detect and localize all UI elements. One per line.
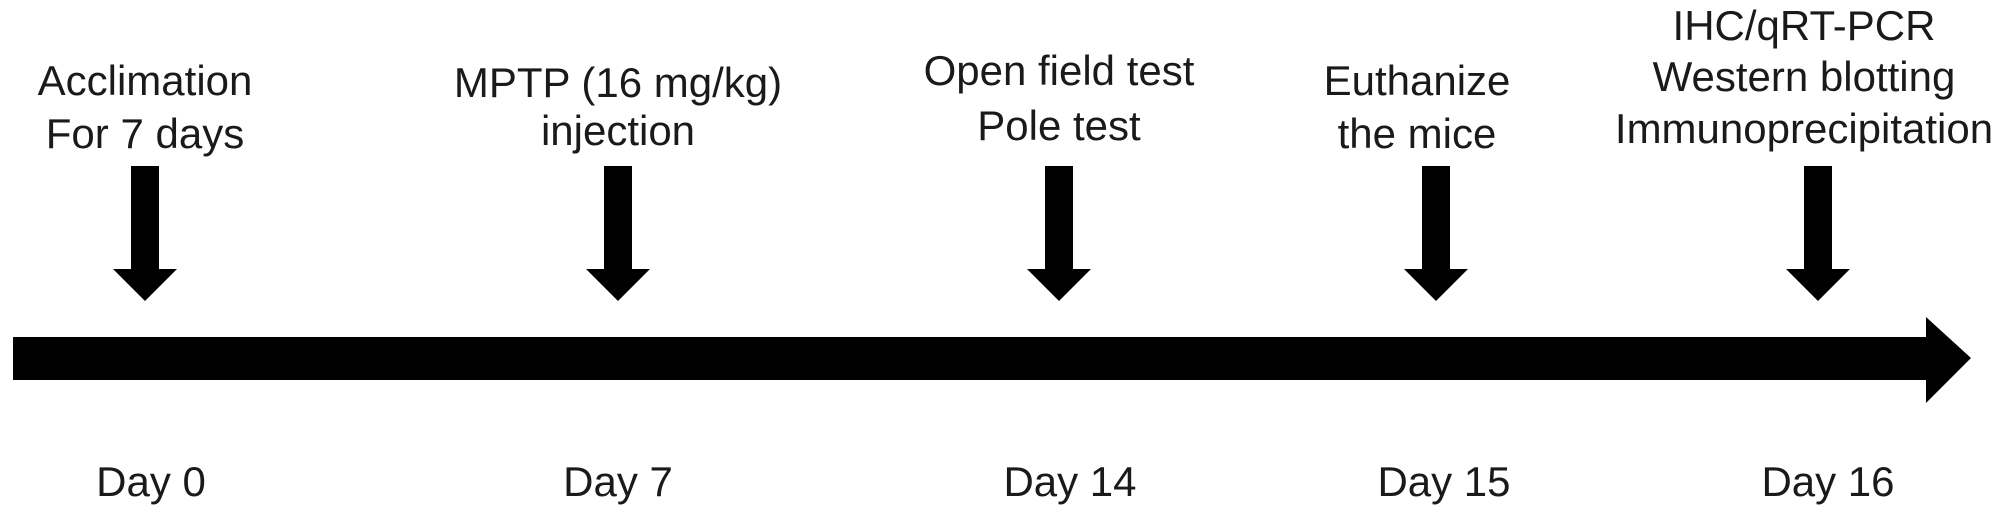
- timeline-arrow: [13, 317, 1971, 403]
- down-arrow: [1786, 166, 1850, 301]
- event-label-line: Open field test: [924, 47, 1195, 94]
- down-arrow: [586, 166, 650, 301]
- event-label-line: For 7 days: [46, 110, 244, 157]
- event-label-line: Western blotting: [1653, 53, 1956, 100]
- day-label: Day 15: [1377, 458, 1510, 505]
- event-label-line: MPTP (16 mg/kg): [454, 59, 782, 106]
- day-label: Day 16: [1761, 458, 1894, 505]
- event-label-line: injection: [541, 107, 695, 154]
- event-label-line: Pole test: [977, 102, 1141, 149]
- event-label-line: Euthanize: [1324, 57, 1511, 104]
- down-arrow: [1404, 166, 1468, 301]
- down-arrow: [1027, 166, 1091, 301]
- day-label: Day 14: [1003, 458, 1136, 505]
- day-label: Day 7: [563, 458, 673, 505]
- event-acclimation: Acclimation For 7 days Day 0: [38, 57, 253, 505]
- event-mptp-injection: MPTP (16 mg/kg) injection Day 7: [454, 59, 782, 505]
- down-arrow: [113, 166, 177, 301]
- event-label-line: Immunoprecipitation: [1615, 105, 1993, 152]
- event-label-line: IHC/qRT-PCR: [1673, 2, 1936, 49]
- event-label-line: Acclimation: [38, 57, 253, 104]
- event-euthanize: Euthanize the mice Day 15: [1324, 57, 1511, 505]
- event-assays: IHC/qRT-PCR Western blotting Immunopreci…: [1615, 2, 1993, 505]
- event-label-line: the mice: [1338, 110, 1497, 157]
- day-label: Day 0: [96, 458, 206, 505]
- event-behavior-tests: Open field test Pole test Day 14: [924, 47, 1195, 505]
